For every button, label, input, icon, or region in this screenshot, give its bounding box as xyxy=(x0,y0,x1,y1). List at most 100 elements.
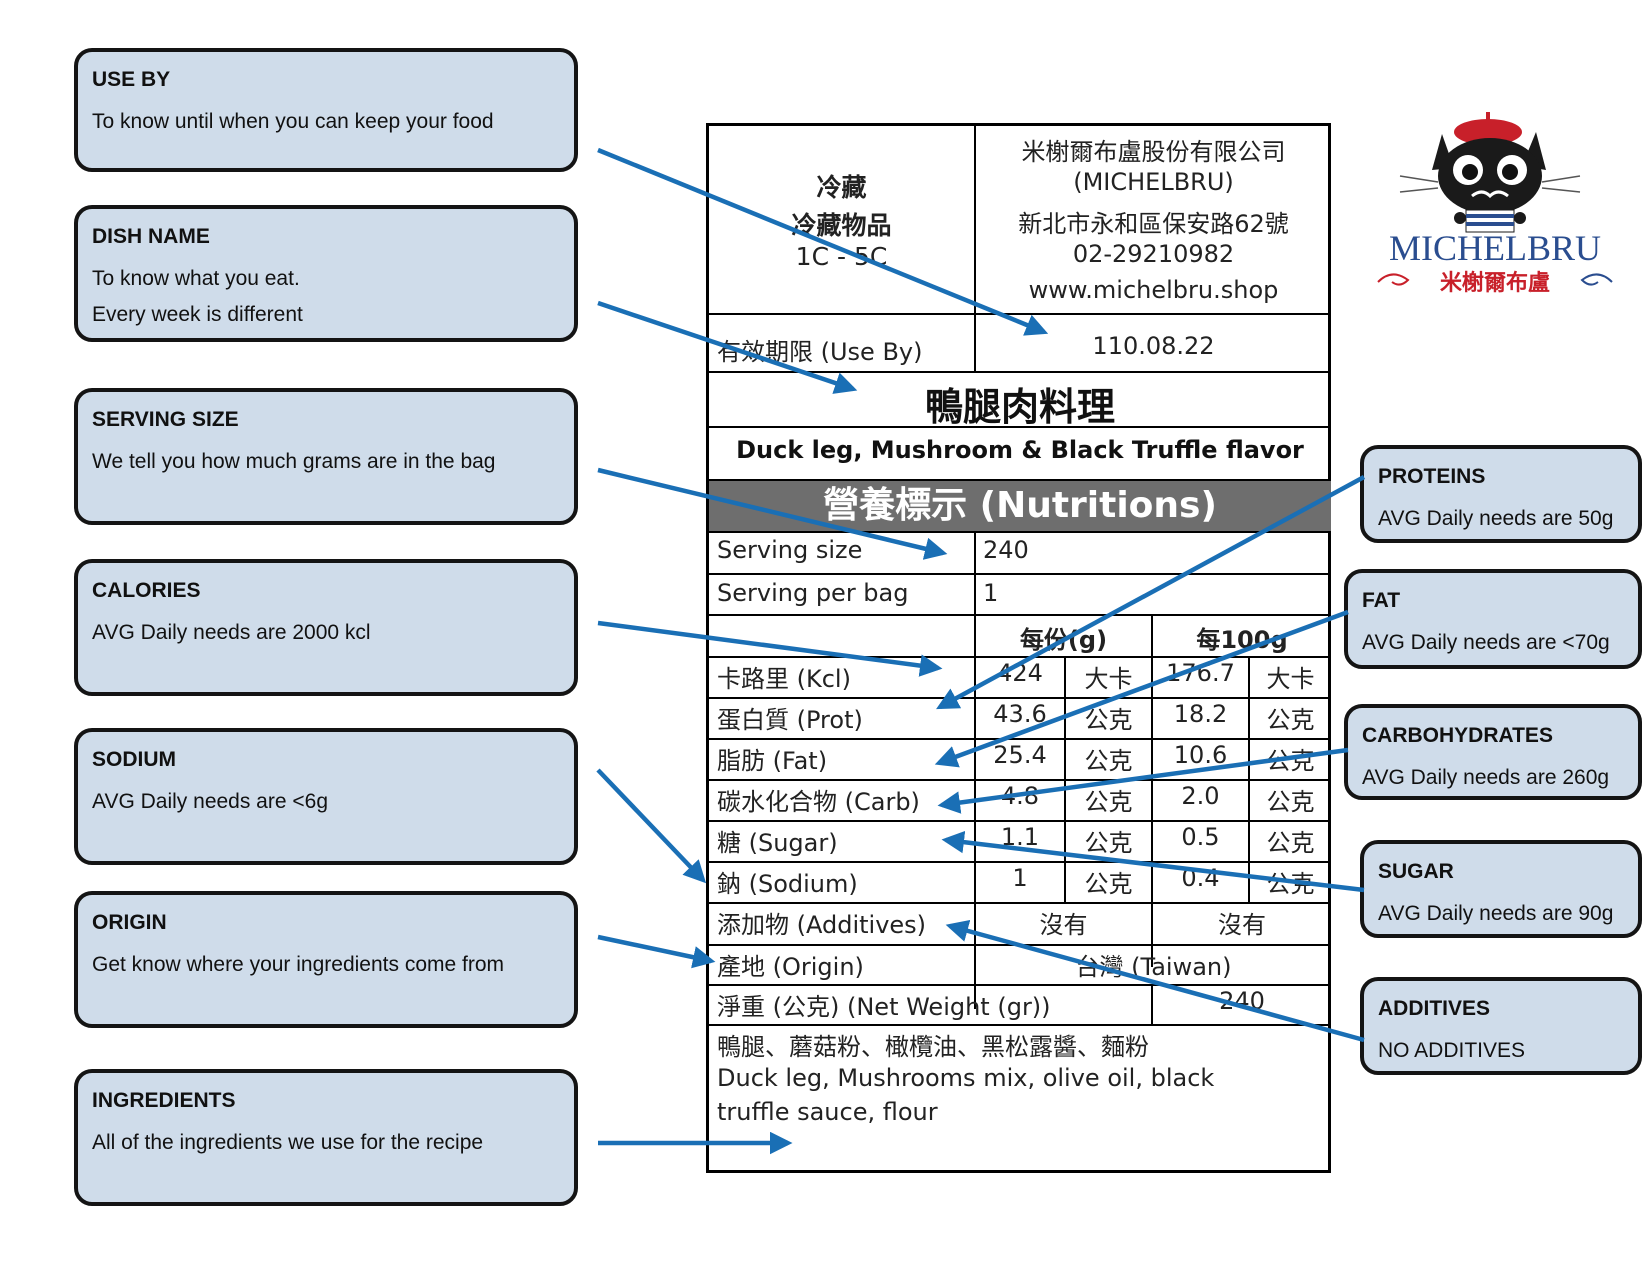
callout-title: ADDITIVES xyxy=(1378,997,1491,1020)
callout-title: SODIUM xyxy=(92,748,176,771)
callout-desc: Get know where your ingredients come fro… xyxy=(92,953,505,976)
callout-title: CARBOHYDRATES xyxy=(1362,724,1553,747)
arrow-origin xyxy=(597,934,716,969)
callout-dish-name: DISH NAME To know what you eat. Every we… xyxy=(74,205,578,342)
callout-sodium: SODIUM AVG Daily needs are <6g xyxy=(74,728,578,865)
ingredients-en-line: Duck leg, Mushrooms mix, olive oil, blac… xyxy=(717,1064,1215,1092)
arrow-fat xyxy=(934,609,1349,768)
callout-desc: AVG Daily needs are 2000 kcl xyxy=(92,621,371,644)
callout-title: FAT xyxy=(1362,589,1401,612)
nutrient-value: 43.6 xyxy=(993,700,1047,728)
callout-desc: NO ADDITIVES xyxy=(1378,1039,1526,1062)
serving-size-value: 240 xyxy=(983,536,1029,564)
callout-use-by: USE BY To know until when you can keep y… xyxy=(74,48,578,172)
callout-carbohydrates: CARBOHYDRATES AVG Daily needs are 260g xyxy=(1344,704,1642,800)
callout-additives: ADDITIVES NO ADDITIVES xyxy=(1360,977,1642,1075)
arrow-proteins xyxy=(936,475,1366,710)
callout-desc: AVG Daily needs are <70g xyxy=(1362,631,1610,654)
callout-desc: AVG Daily needs are <6g xyxy=(92,790,328,813)
callout-desc: We tell you how much grams are in the ba… xyxy=(92,450,496,473)
nutrient-name: 蛋白質 (Prot) xyxy=(717,706,863,734)
storage-line: 冷藏 xyxy=(816,173,867,202)
callout-title: USE BY xyxy=(92,68,171,91)
storage-temp: 1C - 5C xyxy=(795,242,888,271)
callout-desc: AVG Daily needs are 260g xyxy=(1362,766,1610,789)
serving-size-label: Serving size xyxy=(717,536,863,564)
callout-calories: CALORIES AVG Daily needs are 2000 kcl xyxy=(74,559,578,696)
brand-name-zh: 米榭爾布盧 xyxy=(1440,270,1550,296)
cat-mascot-icon: MICHELBRU 米榭爾布盧 xyxy=(1377,112,1613,296)
callout-desc: All of the ingredients we use for the re… xyxy=(92,1131,484,1154)
nutrient-unit: 公克 xyxy=(1084,706,1133,734)
callout-title: PROTEINS xyxy=(1378,465,1486,488)
michelbru-logo: MICHELBRU 米榭爾布盧 xyxy=(1370,112,1620,302)
nutrient-value: 25.4 xyxy=(993,741,1047,769)
nutrient-value-100g: 2.0 xyxy=(1181,782,1220,810)
callout-desc: To know until when you can keep your foo… xyxy=(92,110,494,133)
callout-desc: Every week is different xyxy=(92,303,303,326)
callout-title: INGREDIENTS xyxy=(92,1089,236,1112)
nutrient-unit-100g: 公克 xyxy=(1266,706,1315,734)
dish-name-en: Duck leg, Mushroom & Black Truffle flavo… xyxy=(736,436,1304,464)
brand-name: MICHELBRU xyxy=(1389,228,1601,268)
callout-desc: To know what you eat. xyxy=(92,267,300,290)
dish-name-zh: 鴨腿肉料理 xyxy=(924,385,1115,429)
nutrient-name: 鈉 (Sodium) xyxy=(717,870,858,898)
use-by-label: 有效期限 (Use By) xyxy=(717,338,923,366)
callout-title: DISH NAME xyxy=(92,225,210,248)
arrow-additives xyxy=(945,919,1365,1043)
callout-title: SUGAR xyxy=(1378,860,1454,883)
callout-title: SERVING SIZE xyxy=(92,408,239,431)
origin-label: 產地 (Origin) xyxy=(717,953,864,981)
callout-desc: AVG Daily needs are 90g xyxy=(1378,902,1614,925)
company-phone: 02-29210982 xyxy=(1072,240,1235,268)
nutrient-unit: 公克 xyxy=(1084,788,1133,816)
arrow-sugar xyxy=(941,830,1365,893)
callout-origin: ORIGIN Get know where your ingredients c… xyxy=(74,891,578,1028)
callout-proteins: PROTEINS AVG Daily needs are 50g xyxy=(1360,445,1642,543)
use-by-value: 110.08.22 xyxy=(1092,332,1215,360)
nutrient-unit-100g: 大卡 xyxy=(1266,665,1315,693)
company-address: 新北市永和區保安路62號 xyxy=(1018,210,1289,238)
arrow-use-by xyxy=(597,147,1049,336)
nutrient-name: 糖 (Sugar) xyxy=(717,829,838,857)
callout-sugar: SUGAR AVG Daily needs are 90g xyxy=(1360,840,1642,938)
nutrient-value-100g: 0.5 xyxy=(1181,823,1220,851)
nutrient-unit: 大卡 xyxy=(1084,665,1133,693)
nutrition-header: 營養標示 (Nutritions) xyxy=(709,481,1331,531)
callout-title: CALORIES xyxy=(92,579,201,602)
company-line: 米榭爾布盧股份有限公司 xyxy=(1021,138,1286,166)
nutrient-unit: 公克 xyxy=(1084,870,1133,898)
serving-per-bag-label: Serving per bag xyxy=(717,579,909,607)
nutrient-name: 碳水化合物 (Carb) xyxy=(717,788,920,816)
nutrient-value-100g: 10.6 xyxy=(1173,741,1228,769)
nutrient-unit: 公克 xyxy=(1084,829,1133,857)
nutrient-unit-100g: 公克 xyxy=(1266,788,1315,816)
arrow-dish-name xyxy=(597,300,858,394)
net-weight-label: 淨重 (公克) (Net Weight (gr)) xyxy=(717,993,1051,1021)
callout-ingredients: INGREDIENTS All of the ingredients we us… xyxy=(74,1069,578,1206)
arrow-serving-size xyxy=(597,467,948,560)
callout-desc: AVG Daily needs are 50g xyxy=(1378,507,1614,530)
nutrient-name: 脂肪 (Fat) xyxy=(717,747,828,775)
arrow-calories xyxy=(597,620,943,677)
ingredients-en-line: truffle sauce, flour xyxy=(717,1098,938,1126)
callout-serving-size: SERVING SIZE We tell you how much grams … xyxy=(74,388,578,525)
serving-per-bag-value: 1 xyxy=(983,579,999,607)
nutrient-unit-100g: 公克 xyxy=(1266,829,1315,857)
callout-title: ORIGIN xyxy=(92,911,167,934)
additives-label: 添加物 (Additives) xyxy=(717,911,927,939)
company-website: www.michelbru.shop xyxy=(1028,276,1279,304)
company-line: (MICHELBRU) xyxy=(1073,168,1234,196)
additives-value-100g: 沒有 xyxy=(1218,911,1266,939)
nutrient-value: 1 xyxy=(1012,864,1028,892)
nutrient-unit: 公克 xyxy=(1084,747,1133,775)
additives-value: 沒有 xyxy=(1039,911,1088,939)
arrow-sodium xyxy=(596,768,707,884)
callout-fat: FAT AVG Daily needs are <70g xyxy=(1344,569,1642,669)
nutrient-value-100g: 18.2 xyxy=(1173,700,1228,728)
nutrition-label: 冷藏 冷藏物品 1C - 5C 米榭爾布盧股份有限公司 (MICHELBRU) … xyxy=(706,123,1331,1173)
nutrient-name: 卡路里 (Kcl) xyxy=(717,665,851,693)
arrow-carbohydrates xyxy=(937,747,1349,814)
